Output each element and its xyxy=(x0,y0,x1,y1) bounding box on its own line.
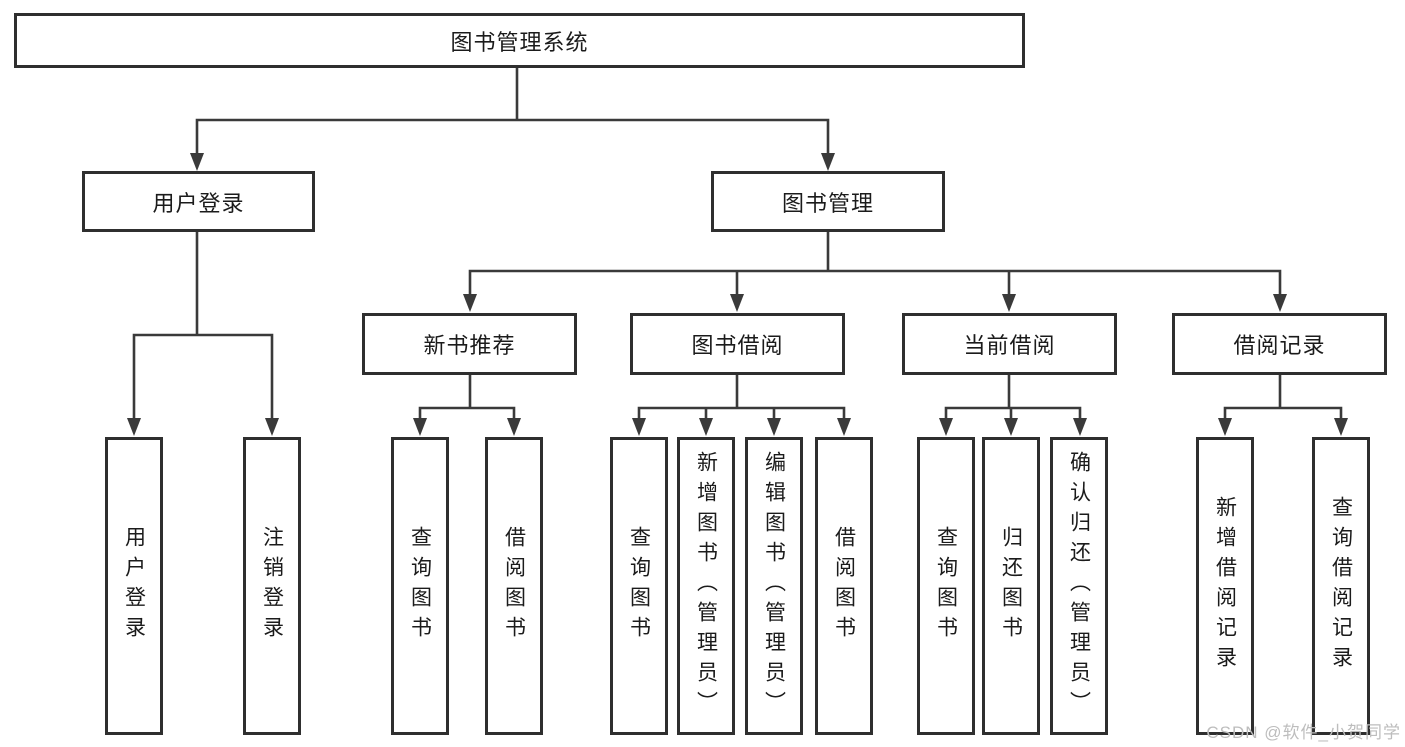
leaf-cb-confirm-return-admin: 确认归还（管理员） xyxy=(1050,437,1108,735)
leaf-bb-edit-books-admin-label: 编辑图书（管理员） xyxy=(762,451,786,721)
leaf-bb-borrow-books-label: 借阅图书 xyxy=(832,526,856,646)
leaf-bb-query-books-label: 查询图书 xyxy=(627,526,651,646)
leaf-logout-label: 注销登录 xyxy=(260,526,284,646)
leaf-cb-return-books: 归还图书 xyxy=(982,437,1040,735)
leaf-user-login-label: 用户登录 xyxy=(122,526,146,646)
leaf-br-add-record: 新增借阅记录 xyxy=(1196,437,1254,735)
leaf-cb-query-books-label: 查询图书 xyxy=(934,526,958,646)
leaf-nb-borrow-books: 借阅图书 xyxy=(485,437,543,735)
node-library-system: 图书管理系统 xyxy=(14,13,1025,68)
leaf-bb-add-books-admin-label: 新增图书（管理员） xyxy=(694,451,718,721)
leaf-bb-add-books-admin: 新增图书（管理员） xyxy=(677,437,735,735)
leaf-cb-query-books: 查询图书 xyxy=(917,437,975,735)
connector-paths xyxy=(132,65,1343,423)
leaf-nb-borrow-books-label: 借阅图书 xyxy=(502,526,526,646)
node-book-borrow: 图书借阅 xyxy=(630,313,845,375)
node-user-login: 用户登录 xyxy=(82,171,315,232)
leaf-cb-return-books-label: 归还图书 xyxy=(999,526,1023,646)
node-book-management: 图书管理 xyxy=(711,171,945,232)
leaf-user-login: 用户登录 xyxy=(105,437,163,735)
leaf-bb-borrow-books: 借阅图书 xyxy=(815,437,873,735)
leaf-nb-query-books-label: 查询图书 xyxy=(408,526,432,646)
leaf-logout: 注销登录 xyxy=(243,437,301,735)
leaf-bb-edit-books-admin: 编辑图书（管理员） xyxy=(745,437,803,735)
csdn-watermark: CSDN @软件_小贺同学 xyxy=(1206,723,1401,742)
leaf-br-query-record-label: 查询借阅记录 xyxy=(1329,496,1353,676)
arrowheads xyxy=(127,153,1348,436)
node-current-borrow: 当前借阅 xyxy=(902,313,1117,375)
leaf-nb-query-books: 查询图书 xyxy=(391,437,449,735)
leaf-br-query-record: 查询借阅记录 xyxy=(1312,437,1370,735)
leaf-cb-confirm-return-admin-label: 确认归还（管理员） xyxy=(1067,451,1091,721)
node-borrow-records: 借阅记录 xyxy=(1172,313,1387,375)
node-new-book-recommend: 新书推荐 xyxy=(362,313,577,375)
leaf-br-add-record-label: 新增借阅记录 xyxy=(1213,496,1237,676)
leaf-bb-query-books: 查询图书 xyxy=(610,437,668,735)
